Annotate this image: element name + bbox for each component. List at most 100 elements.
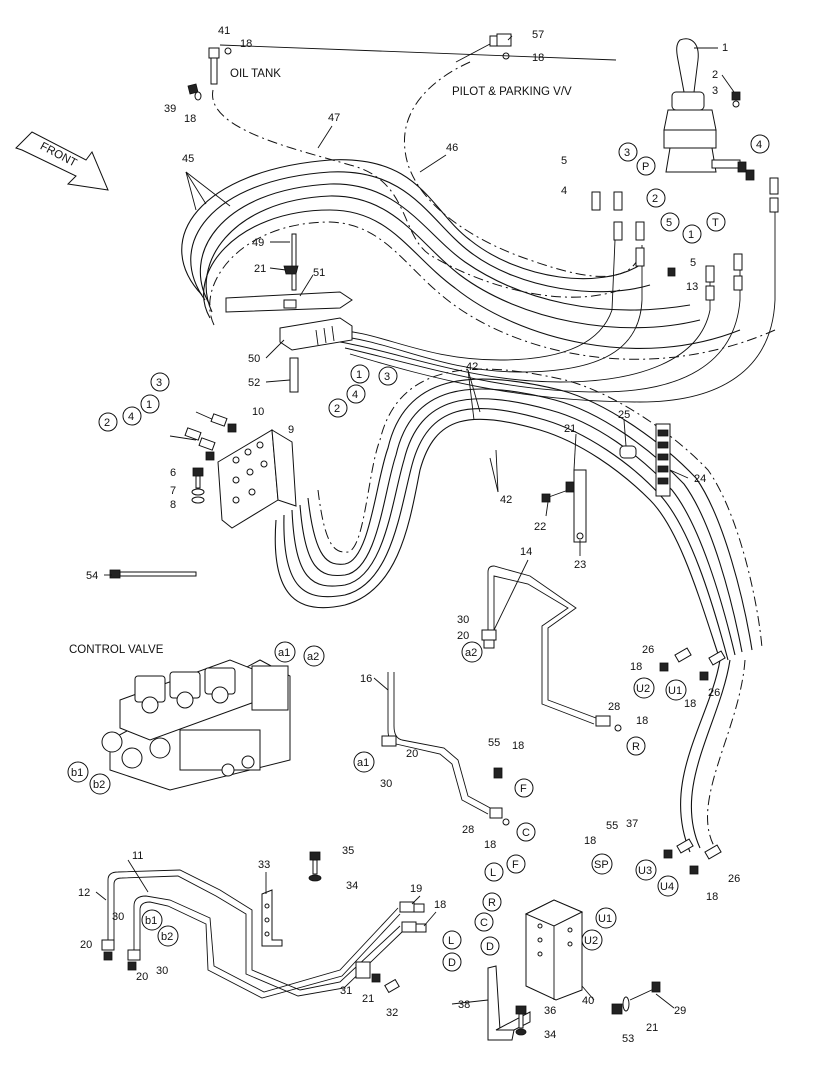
port-marker-P: P: [642, 161, 649, 173]
port-marker-4: 4: [352, 389, 358, 401]
bracket-33: [261, 889, 283, 947]
part-num-35: 35: [342, 845, 354, 857]
port-marker-U1: U1: [668, 685, 682, 697]
oil-tank-fittings: [187, 47, 232, 101]
part-num-30: 30: [380, 778, 392, 790]
part-num-18: 18: [484, 839, 496, 851]
part-num-7: 7: [170, 485, 176, 497]
port-marker-4: 4: [128, 411, 134, 423]
pilot-valve-fitting: [455, 33, 512, 63]
port-marker-R: R: [488, 897, 496, 909]
port-marker-U1: U1: [598, 913, 612, 925]
part-num-46: 46: [446, 142, 458, 154]
part-num-21: 21: [564, 423, 576, 435]
part-num-5: 5: [690, 257, 696, 269]
part-num-2: 2: [712, 69, 718, 81]
port-marker-a2: a2: [307, 651, 319, 663]
part-num-30: 30: [156, 965, 168, 977]
port-marker-T: T: [712, 217, 719, 229]
port-marker-b1: b1: [145, 915, 157, 927]
control-valve-label: CONTROL VALVE: [69, 644, 164, 656]
port-marker-3: 3: [156, 377, 162, 389]
part-num-42: 42: [466, 361, 478, 373]
part-num-55: 55: [488, 737, 500, 749]
pipe-14: [481, 565, 622, 732]
port-marker-L: L: [490, 867, 496, 879]
part-num-28: 28: [608, 701, 620, 713]
part-num-42: 42: [500, 494, 512, 506]
part-num-53: 53: [622, 1033, 634, 1045]
bolt-29-nuts-21-53: [611, 981, 661, 1015]
pipe-16: [381, 672, 510, 826]
distribution-block-40: [524, 899, 584, 1001]
port-marker-L: L: [448, 935, 454, 947]
joystick-port-fittings: [591, 177, 779, 301]
cable-tie-54: [109, 569, 197, 579]
part-num-13: 13: [686, 281, 698, 293]
part-num-57: 57: [532, 29, 544, 41]
part-num-18: 18: [512, 740, 524, 752]
part-num-50: 50: [248, 353, 260, 365]
port-marker-b2: b2: [161, 931, 173, 943]
part-num-18: 18: [184, 113, 196, 125]
part-num-18: 18: [636, 715, 648, 727]
port-marker-5: 5: [666, 217, 672, 229]
part-num-18: 18: [684, 698, 696, 710]
port-marker-F: F: [520, 783, 527, 795]
front-arrow: FRONT: [15, 131, 109, 191]
port-marker-1: 1: [146, 399, 152, 411]
hose-47: [212, 89, 621, 298]
hose-end-fittings-26: [659, 647, 726, 875]
part-num-9: 9: [288, 424, 294, 436]
part-num-52: 52: [248, 377, 260, 389]
part-num-38: 38: [458, 999, 470, 1011]
port-marker-4: 4: [756, 139, 762, 151]
part-num-41: 41: [218, 25, 230, 37]
port-marker-F: F: [512, 859, 519, 871]
part-num-18: 18: [532, 52, 544, 64]
part-num-47: 47: [328, 112, 340, 124]
part-num-28: 28: [462, 824, 474, 836]
hose-ends-10: [169, 411, 237, 461]
pipes-11-12: [101, 869, 427, 999]
clamp-31-bolt-32: [355, 961, 400, 994]
hose-bundle-42: [274, 368, 763, 853]
part-num-30: 30: [112, 911, 124, 923]
part-num-20: 20: [136, 971, 148, 983]
port-marker-a1: a1: [357, 757, 369, 769]
port-marker-a1: a1: [278, 647, 290, 659]
part-num-19: 19: [410, 883, 422, 895]
part-num-24: 24: [694, 473, 706, 485]
port-marker-D: D: [448, 957, 456, 969]
part-num-40: 40: [582, 995, 594, 1007]
part-num-20: 20: [457, 630, 469, 642]
part-num-21: 21: [646, 1022, 658, 1034]
part-num-36: 36: [544, 1005, 556, 1017]
part-num-26: 26: [708, 687, 720, 699]
oil-tank-label: OIL TANK: [230, 68, 281, 80]
part-num-55: 55: [606, 820, 618, 832]
part-num-18: 18: [434, 899, 446, 911]
part-num-30: 30: [457, 614, 469, 626]
port-marker-C: C: [480, 917, 488, 929]
part-num-33: 33: [258, 859, 270, 871]
port-marker-SP: SP: [594, 859, 609, 871]
port-marker-U4: U4: [660, 881, 674, 893]
bolt-36-washer-34: [515, 1005, 527, 1036]
part-num-14: 14: [520, 546, 532, 558]
port-marker-a2: a2: [465, 647, 477, 659]
port-marker-U2: U2: [584, 935, 598, 947]
clamp-bar-23: [541, 469, 587, 543]
port-marker-U3: U3: [638, 865, 652, 877]
part-num-18: 18: [584, 835, 596, 847]
part-num-18: 18: [706, 891, 718, 903]
part-num-22: 22: [534, 521, 546, 533]
part-num-34: 34: [544, 1029, 556, 1041]
bracket-9: [217, 429, 297, 529]
manifold-block-50: [225, 233, 353, 393]
part-num-18: 18: [630, 661, 642, 673]
part-num-3: 3: [712, 85, 718, 97]
part-num-4: 4: [561, 185, 567, 197]
pilot-parking-valve-label: PILOT & PARKING V/V: [452, 86, 572, 98]
